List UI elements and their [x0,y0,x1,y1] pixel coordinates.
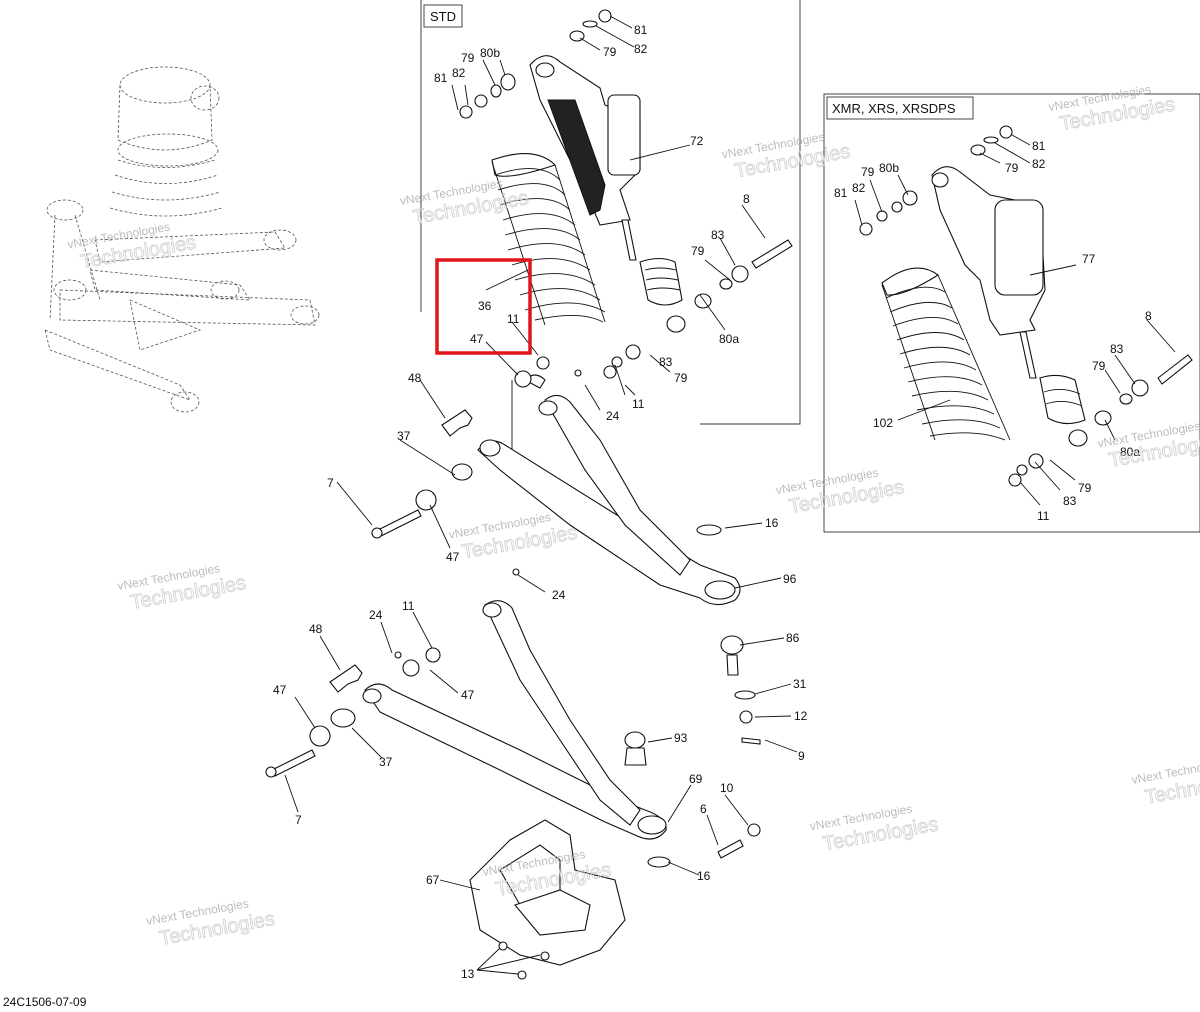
callout-xmr-77: 77 [1082,252,1096,266]
callout-48-lower: 48 [309,622,323,636]
callout-std-82-left: 82 [452,66,466,80]
callout-std-82: 82 [634,42,648,56]
callout-xmr-79-top: 79 [1005,161,1019,175]
callout-16-upper: 16 [765,516,779,530]
callout-47-highlight: 47 [470,332,484,346]
std-frame [420,0,801,425]
callout-86: 86 [786,631,800,645]
callout-24-lower: 24 [369,608,383,622]
callout-xmr-81: 81 [1032,139,1046,153]
std-bottom-hardware [603,239,793,379]
callout-std-8: 8 [743,192,750,206]
xmr-hardware [859,125,1193,487]
callout-11-highlight: 11 [507,312,520,326]
std-shock-absorber [529,55,686,333]
callout-xmr-8: 8 [1145,309,1152,323]
callout-69: 69 [689,772,703,786]
callout-xmr-82: 82 [1032,157,1046,171]
callout-xmr-82-left: 82 [852,181,866,195]
callout-xmr-11: 11 [1037,509,1050,523]
callout-xmr-83: 83 [1110,342,1124,356]
callout-96: 96 [783,572,797,586]
callout-std-80a: 80a [719,332,739,346]
std-top-hardware [459,9,612,119]
callout-std-80b: 80b [480,46,500,60]
callout-12: 12 [794,709,808,723]
callout-24-lower-top: 24 [552,588,566,602]
callout-std-79-b: 79 [674,371,688,385]
callout-16-lower: 16 [697,869,711,883]
callout-37-upper: 37 [397,429,411,443]
highlight-box [435,258,532,355]
callout-std-72: 72 [690,134,704,148]
upper-a-arm [477,374,741,606]
overview-assembly [44,66,320,413]
callout-7-lower: 7 [295,813,302,827]
callout-xmr-80b: 80b [879,161,899,175]
std-spring [491,153,606,326]
diagram-code: 24C1506-07-09 [3,995,87,1009]
lower-a-arm [362,600,667,840]
leader-lines [284,15,1176,975]
callout-11-lower: 11 [402,599,415,613]
callout-std-83: 83 [711,228,725,242]
callout-std-79-left: 79 [461,51,475,65]
xmr-title: XMR, XRS, XRSDPS [832,101,956,116]
callout-47-lower-right: 47 [461,688,475,702]
xmr-shock-absorber [931,166,1088,447]
callout-xmr-81-left: 81 [834,186,848,200]
callout-xmr-83-b: 83 [1063,494,1077,508]
callout-31: 31 [793,677,807,691]
callout-xmr-79: 79 [1092,359,1106,373]
std-title-box [423,4,463,28]
callout-7-upper: 7 [327,476,334,490]
callout-48-upper: 48 [408,371,422,385]
callout-std-81: 81 [634,23,648,37]
skid-plate [469,819,626,980]
callout-10: 10 [720,781,734,795]
upper-arm-hardware [371,356,761,745]
std-title: STD [430,9,456,24]
callout-9: 9 [798,749,805,763]
callout-xmr-102: 102 [873,416,893,430]
callout-13: 13 [461,967,475,981]
callout-xmr-80a: 80a [1120,445,1140,459]
callout-std-83-b: 83 [659,355,673,369]
callout-std-79-top: 79 [603,45,617,59]
xmr-frame [823,93,1200,533]
callout-37-lower: 37 [379,755,393,769]
callout-std-81-left: 81 [434,71,448,85]
callout-47-upper: 47 [446,550,460,564]
xmr-title-box [826,96,974,120]
callout-67: 67 [426,873,440,887]
lower-arm-hardware [265,568,761,868]
callout-47-lower-left: 47 [273,683,287,697]
callout-std-79: 79 [691,244,705,258]
callout-std-24: 24 [606,409,620,423]
callout-36: 36 [478,299,492,313]
callout-93: 93 [674,731,688,745]
callout-xmr-79-left: 79 [861,165,875,179]
callout-6: 6 [700,802,707,816]
callout-labels: 81 82 79 80b 79 82 81 72 8 83 79 80a 83 … [273,23,1152,981]
xmr-spring [881,267,1011,441]
callout-std-11: 11 [632,397,645,411]
callout-xmr-79-b: 79 [1078,481,1092,495]
